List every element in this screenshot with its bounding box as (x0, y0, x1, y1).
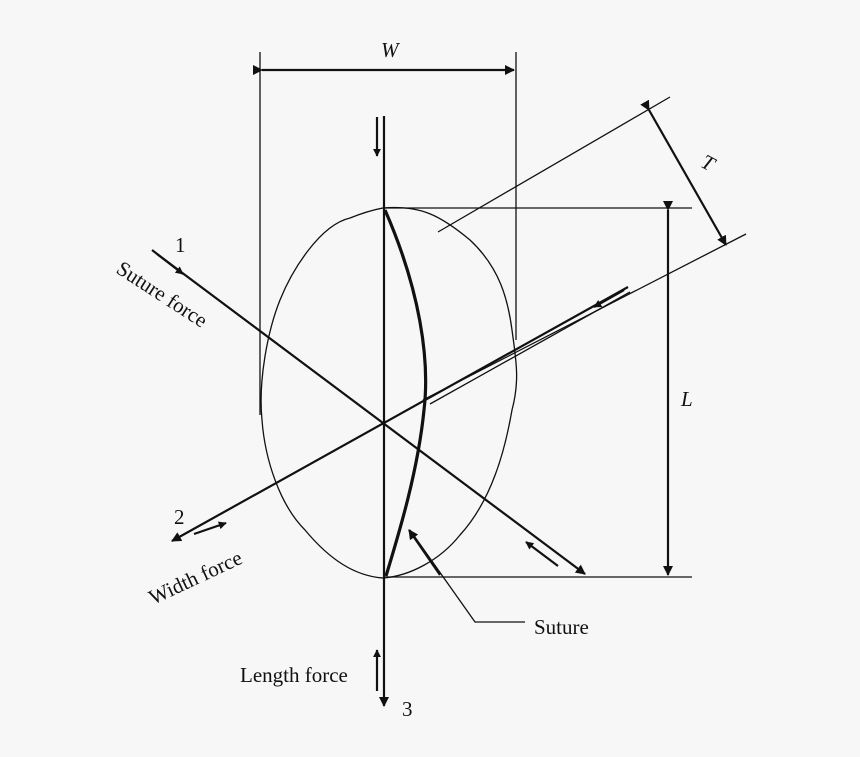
axis-1-line (156, 253, 586, 575)
seed-outline (260, 206, 518, 579)
suture-callout-leader (409, 529, 525, 623)
suture-force-arrow-bottom (525, 541, 559, 567)
suture-label: Suture (534, 615, 589, 639)
axis-3-number: 3 (402, 697, 413, 721)
width-dimension (253, 52, 517, 415)
width-force-arrow-bottom (193, 521, 227, 536)
axis-2-number: 2 (174, 505, 185, 529)
axis-2-line (171, 286, 629, 542)
width-force-arrow-top (593, 289, 625, 308)
suture-curve (383, 209, 428, 577)
axis-1-number: 1 (175, 233, 186, 257)
length-dimension (383, 201, 692, 578)
length-label: L (680, 387, 693, 411)
suture-callout-arrow (408, 529, 441, 576)
suture-force-arrow-top (151, 249, 184, 275)
length-force-label: Length force (240, 663, 348, 687)
width-force-label: Width force (145, 546, 246, 610)
axis-2-offset-line (429, 291, 631, 405)
width-label: W (381, 38, 401, 62)
thickness-label: T (697, 149, 720, 176)
suture-force-label: Suture force (112, 256, 212, 332)
thickness-dimension (422, 96, 747, 401)
